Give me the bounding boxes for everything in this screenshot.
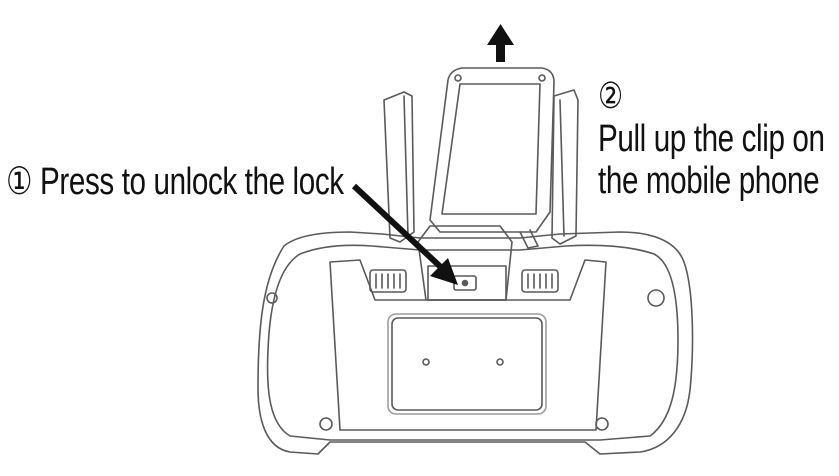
up-arrow-icon: [487, 24, 514, 62]
lock-button-dot: [461, 279, 469, 287]
phone-clip-inner: [441, 83, 541, 215]
step1-text: Press to unlock the lock: [40, 161, 344, 203]
right-arm-edge: [559, 99, 565, 237]
clip-hinge: [519, 229, 539, 249]
right-arm: [551, 89, 579, 245]
step2-text-line1: Pull up the clip on: [598, 118, 825, 160]
left-arm-edge: [403, 95, 409, 237]
vent-left: [369, 269, 407, 293]
screw-hole-bottom-right: [595, 417, 609, 431]
step1-instruction: ① Press to unlock the lock: [6, 160, 344, 204]
diagonal-arrow-icon: [351, 183, 458, 285]
lock-housing: [417, 225, 513, 301]
controller-body: [257, 231, 694, 455]
center-recess: [329, 259, 607, 431]
battery-screw-right: [496, 358, 504, 366]
step2-marker: ②: [598, 75, 623, 116]
phone-clip: [429, 67, 555, 233]
screw-hole-left: [266, 292, 278, 304]
lock-frame: [427, 265, 507, 301]
battery-panel: [391, 317, 543, 411]
left-arm: [383, 91, 415, 243]
clip-screw-right: [538, 74, 546, 82]
step2-text-line2: the mobile phone: [598, 160, 820, 202]
screw-hole-right: [647, 289, 665, 307]
screw-hole-bottom-left: [319, 417, 333, 431]
step1-marker: ①: [6, 161, 33, 203]
clip-screw-left: [454, 74, 462, 82]
controller-inner-rim: [266, 244, 679, 441]
battery-panel-outline: [387, 313, 547, 415]
vent-right: [521, 269, 559, 293]
battery-screw-left: [422, 358, 430, 366]
